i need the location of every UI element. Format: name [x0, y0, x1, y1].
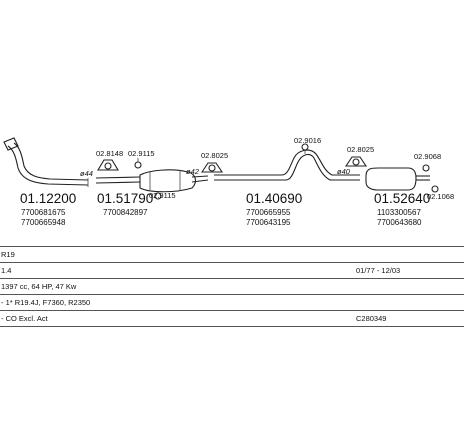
- info-codes: - 1* R19.4J, F7360, R2350: [1, 298, 91, 307]
- hanger-icon: [422, 164, 430, 172]
- accessory-label: 02.8025: [347, 145, 374, 154]
- connection-diameter: ø44: [80, 169, 93, 178]
- clamp-icon: [200, 162, 224, 173]
- accessory-label: 02.9115: [149, 191, 176, 200]
- part-number: 01.40690: [246, 191, 302, 206]
- connection-diameter: ø40: [337, 167, 351, 176]
- hanger-icon: [431, 185, 439, 193]
- part-number: 01.12200: [20, 191, 76, 206]
- oem-number: 7700643195: [246, 218, 291, 227]
- clamp-icon: [344, 156, 368, 167]
- accessory-label: 02.8025: [201, 151, 228, 160]
- info-row: R19: [0, 246, 464, 263]
- front-pipe-drawing: [3, 137, 89, 187]
- info-power: 1397 cc, 64 HP, 47 Kw: [1, 282, 77, 291]
- accessory-label: 02.9068: [414, 152, 441, 161]
- part-number: 01.52640: [374, 191, 430, 206]
- accessory-label: 02.1068: [427, 192, 454, 201]
- info-row: - CO Excl. Act C280349: [0, 311, 464, 327]
- rear-silencer-drawing: [365, 167, 430, 191]
- clamp-icon: [97, 159, 119, 171]
- oem-number: 7700643680: [377, 218, 422, 227]
- info-note: - CO Excl. Act: [1, 314, 48, 323]
- oem-number: 7700681675: [21, 208, 66, 217]
- info-years: 01/77 - 12/03: [356, 266, 401, 275]
- info-catalog-code: C280349: [356, 314, 387, 323]
- oem-number: 7700665955: [246, 208, 291, 217]
- middle-section-drawing: [95, 169, 209, 193]
- info-row: - 1* R19.4J, F7360, R2350: [0, 295, 464, 311]
- hanger-icon: [154, 192, 162, 200]
- part-number: 01.51790: [97, 191, 153, 206]
- info-engine: 1.4: [1, 266, 12, 275]
- oem-number: 1103300567: [377, 208, 421, 217]
- info-row: 1.4 01/77 - 12/03: [0, 263, 464, 279]
- info-model: R19: [1, 250, 15, 259]
- accessory-label: 02.9016: [294, 136, 321, 145]
- connection-diameter: ø42: [186, 167, 200, 176]
- hanger-icon: [134, 158, 142, 169]
- accessory-label: 02.8148: [96, 149, 123, 158]
- accessory-label: 02.9115: [128, 149, 155, 158]
- info-row: 1397 cc, 64 HP, 47 Kw: [0, 279, 464, 295]
- oem-number: 7700842897: [103, 208, 148, 217]
- vehicle-info-table: R19 1.4 01/77 - 12/03 1397 cc, 64 HP, 47…: [0, 246, 464, 327]
- oem-number: 7700665948: [21, 218, 66, 227]
- hanger-icon: [301, 143, 309, 154]
